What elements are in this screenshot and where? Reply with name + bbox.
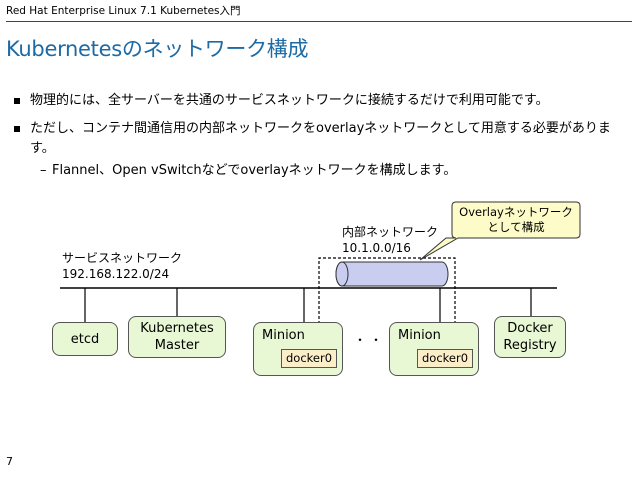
sub-bullet-text: Flannel、Open vSwitchなどでoverlayネットワークを構成し… <box>52 163 457 178</box>
service-network-cidr: 192.168.122.0/24 <box>62 267 170 281</box>
master-label-line1: Kubernetes <box>140 321 214 336</box>
kubernetes-master-node: Kubernetes Master <box>128 316 226 358</box>
docker-registry-node: Docker Registry <box>494 316 566 358</box>
internal-network-name: 内部ネットワーク <box>342 225 439 239</box>
sub-bullet-item: – Flannel、Open vSwitchなどでoverlayネットワークを構… <box>12 161 622 181</box>
etcd-node: etcd <box>52 322 118 356</box>
master-label-line2: Master <box>154 338 200 353</box>
service-network-name: サービスネットワーク <box>62 251 183 265</box>
minion-label: Minion <box>398 328 441 343</box>
overlay-tube-end <box>335 261 349 287</box>
bullet-text: 物理的には、全サーバーを共通のサービスネットワークに接続するだけで利用可能です。 <box>30 93 549 108</box>
bullet-item: ただし、コンテナ間通信用の内部ネットワークをoverlayネットワークとして用意… <box>12 119 622 159</box>
sub-bullet-dash: – <box>40 163 47 178</box>
internal-network-label: 内部ネットワーク 10.1.0.0/16 <box>342 224 438 256</box>
bullet-marker <box>14 126 20 132</box>
registry-label-line1: Docker <box>507 321 553 336</box>
internal-network-cidr: 10.1.0.0/16 <box>342 241 411 255</box>
bullet-list: 物理的には、全サーバーを共通のサービスネットワークに接続するだけで利用可能です。… <box>12 91 622 181</box>
etcd-label: etcd <box>70 331 100 347</box>
callout-line1: Overlayネットワーク <box>459 205 573 219</box>
more-minions-ellipsis: ・・・ <box>354 333 403 347</box>
overlay-dashed-link <box>318 257 456 349</box>
callout-text: Overlayネットワーク として構成 <box>452 205 580 235</box>
bullet-text: ただし、コンテナ間通信用の内部ネットワークをoverlayネットワークとして用意… <box>30 121 611 156</box>
bullet-marker <box>14 98 20 104</box>
docker0-bridge-2: docker0 <box>417 349 473 368</box>
slide-title: Kubernetesのネットワーク構成 <box>6 37 309 61</box>
callout-bubble <box>419 201 581 261</box>
page-number: 7 <box>6 455 13 468</box>
service-network-label: サービスネットワーク 192.168.122.0/24 <box>62 250 182 282</box>
callout-line2: として構成 <box>487 220 545 234</box>
bullet-item: 物理的には、全サーバーを共通のサービスネットワークに接続するだけで利用可能です。 <box>12 91 622 111</box>
docker0-label: docker0 <box>421 351 469 365</box>
overlay-tube <box>335 261 449 287</box>
slide-header: Red Hat Enterprise Linux 7.1 Kubernetes入… <box>6 5 241 17</box>
registry-label-line2: Registry <box>503 338 557 353</box>
docker0-bridge-1: docker0 <box>281 349 337 368</box>
minion-label: Minion <box>262 328 305 343</box>
header-divider <box>6 21 632 22</box>
docker0-label: docker0 <box>285 351 333 365</box>
